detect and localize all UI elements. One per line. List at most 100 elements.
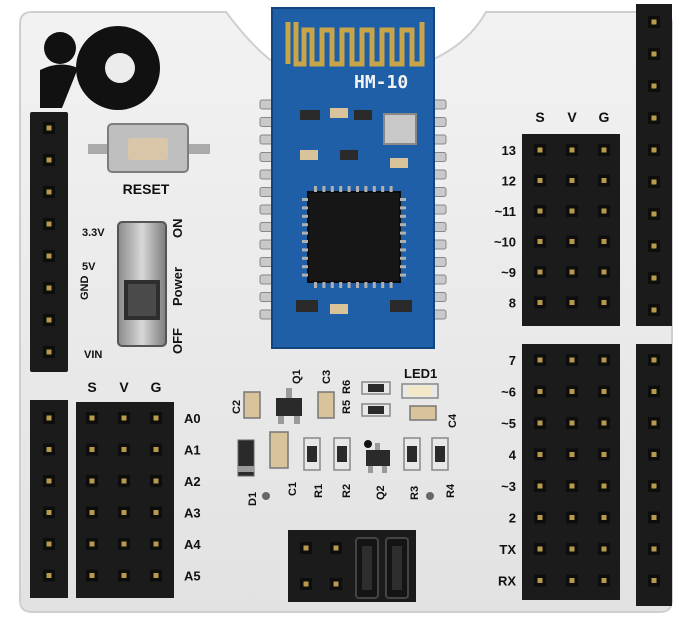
header-pin — [537, 239, 543, 244]
digital-pin-label: TX — [499, 542, 516, 557]
header-pin — [569, 483, 575, 489]
chip-lead — [389, 282, 393, 288]
svg-header-g-top: G — [599, 109, 610, 125]
header-pin — [651, 51, 657, 57]
header-pin — [569, 420, 575, 426]
chip-lead — [302, 198, 308, 201]
module-label: HM-10 — [354, 72, 408, 93]
header-pin — [121, 573, 127, 578]
header-pin — [46, 317, 52, 323]
chip-lead — [302, 206, 308, 210]
header-pin — [333, 545, 339, 551]
chip-lead — [364, 282, 368, 288]
chip-lead — [400, 248, 406, 252]
header-pin — [651, 420, 657, 426]
r3-label: R3 — [409, 486, 421, 500]
chip-lead — [356, 282, 359, 288]
header-pin — [537, 578, 543, 583]
c3-label: C3 — [321, 370, 333, 384]
digital-pin-label: 4 — [509, 448, 517, 463]
header-pin — [537, 515, 543, 520]
chip-lead — [389, 186, 393, 192]
header-pin — [601, 578, 607, 583]
q1-label: Q1 — [291, 369, 303, 384]
header-pin — [153, 478, 159, 484]
header-pin — [537, 208, 543, 214]
power-switch[interactable] — [117, 221, 167, 347]
jumper-cap-2[interactable] — [385, 537, 409, 599]
header-pin — [651, 211, 657, 217]
header-pin — [601, 389, 607, 394]
header-pin — [569, 300, 575, 305]
reset-label: RESET — [123, 181, 170, 197]
digital-pin-label: ~6 — [501, 385, 516, 400]
header-pin — [121, 541, 127, 547]
header-pin — [651, 83, 657, 89]
chip-lead — [302, 231, 308, 235]
chip-lead — [400, 273, 406, 277]
brand-logo — [40, 26, 160, 110]
header-pin — [569, 389, 575, 394]
component-c3 — [317, 391, 335, 419]
header-pin — [569, 239, 575, 244]
header-pin — [89, 510, 95, 515]
right-edge-header-upper — [636, 4, 672, 326]
header-pin — [601, 357, 607, 363]
header-pin — [537, 389, 543, 394]
component-q2 — [364, 440, 390, 473]
switch-off-label: OFF — [170, 328, 185, 354]
header-pin — [601, 420, 607, 426]
header-pin — [537, 178, 543, 183]
r4-label: R4 — [445, 483, 457, 498]
chip-lead — [372, 282, 376, 288]
chip-lead — [302, 256, 308, 260]
header-pin — [46, 415, 52, 421]
component-r3 — [403, 437, 421, 471]
r5-label: R5 — [341, 400, 353, 414]
analog-pin-label: A0 — [184, 411, 201, 426]
header-pin — [89, 415, 95, 421]
header-pin — [601, 239, 607, 244]
digital-pin-label: 7 — [509, 353, 516, 368]
svg-header-v-bottom: V — [119, 379, 129, 395]
header-pin — [303, 545, 309, 551]
digital-pin-label: RX — [498, 574, 516, 589]
right-edge-header-lower — [636, 344, 672, 606]
chip-lead — [400, 223, 406, 227]
header-pin — [601, 300, 607, 305]
header-pin — [537, 420, 543, 426]
header-pin — [153, 573, 159, 578]
header-pin — [46, 573, 52, 578]
chip-lead — [372, 186, 376, 192]
chip-lead — [400, 240, 406, 243]
header-pin — [651, 19, 657, 25]
reset-button[interactable] — [88, 123, 210, 173]
analog-pin-label: A4 — [184, 537, 201, 552]
component-c2 — [243, 391, 261, 419]
header-pin — [46, 285, 52, 291]
r1-label: R1 — [313, 484, 325, 498]
header-pin — [569, 178, 575, 183]
header-pin — [569, 546, 575, 552]
d1-label: D1 — [247, 492, 259, 506]
svg-header-s-bottom: S — [87, 379, 96, 395]
svg-header-v-top: V — [567, 109, 577, 125]
header-pin — [651, 389, 657, 394]
chip-lead — [400, 265, 406, 269]
antenna-trace — [285, 22, 425, 67]
header-pin — [601, 483, 607, 489]
header-pin — [569, 269, 575, 275]
header-pin — [651, 243, 657, 249]
voltage-label-vin: VIN — [84, 349, 102, 361]
header-pin — [601, 452, 607, 457]
jumper-cap-1[interactable] — [355, 537, 379, 599]
c2-label: C2 — [231, 400, 243, 414]
chip-lead — [322, 186, 326, 192]
left-power-header — [30, 112, 68, 372]
header-pin — [153, 415, 159, 421]
chip-lead — [400, 256, 406, 260]
header-pin — [333, 581, 339, 587]
component-r4 — [431, 437, 449, 471]
header-pin — [537, 546, 543, 552]
c1-label: C1 — [287, 482, 299, 496]
